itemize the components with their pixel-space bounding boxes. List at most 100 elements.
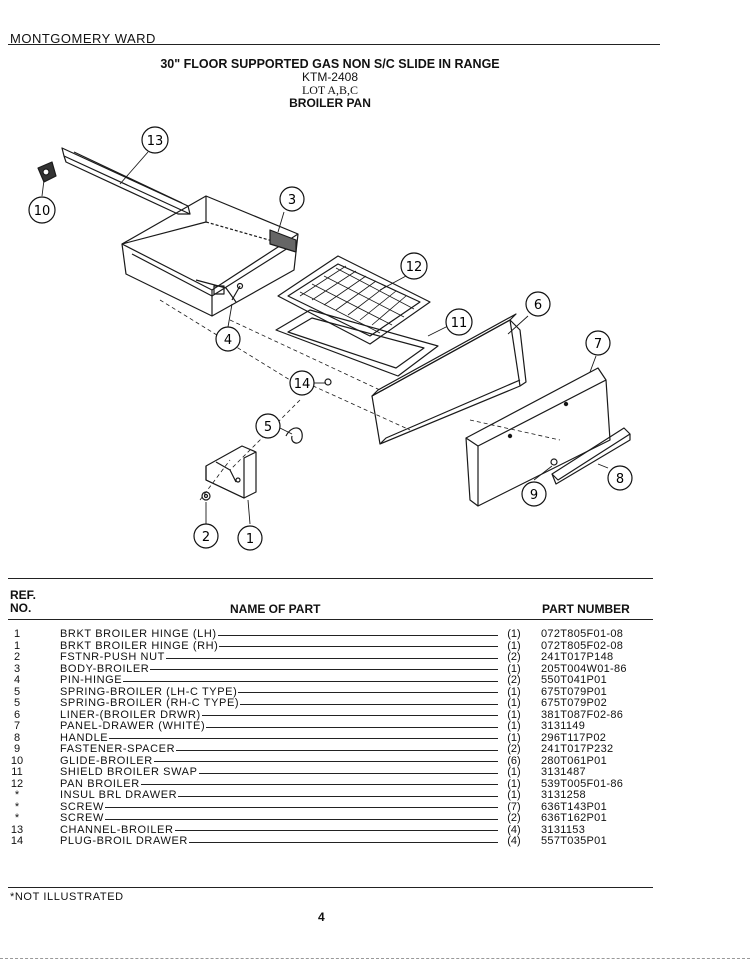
callout-8: 8 bbox=[607, 465, 633, 491]
row-ref: * bbox=[14, 800, 20, 813]
row-ref: 6 bbox=[13, 708, 21, 721]
svg-text:7: 7 bbox=[594, 337, 602, 352]
row-part-number: 381T087F02-86 bbox=[541, 708, 624, 721]
row-part-number: 205T004W01-86 bbox=[541, 662, 627, 675]
leader-line bbox=[240, 703, 498, 705]
row-name: INSUL BRL DRAWER bbox=[60, 789, 500, 802]
row-ref: 10 bbox=[10, 754, 24, 767]
row-name: BRKT BROILER HINGE (RH) bbox=[60, 640, 500, 653]
leader-line bbox=[178, 795, 498, 797]
row-ref: * bbox=[14, 789, 20, 801]
svg-text:13: 13 bbox=[147, 134, 164, 149]
leader-line bbox=[104, 818, 498, 820]
row-part-number: 3131149 bbox=[541, 720, 586, 732]
row-name-text: SCREW bbox=[60, 800, 104, 813]
callout-14: 14 bbox=[289, 370, 315, 396]
row-part-number: 072T805F02-08 bbox=[541, 639, 624, 652]
column-header-part-number: PART NUMBER bbox=[542, 602, 630, 616]
footnote: *NOT ILLUSTRATED bbox=[10, 891, 124, 903]
brand-name: MONTGOMERY WARD bbox=[10, 31, 156, 46]
row-name-text: SCREW bbox=[60, 812, 104, 824]
svg-text:9: 9 bbox=[530, 488, 538, 503]
row-part-number: 3131258 bbox=[541, 789, 586, 801]
leader-line bbox=[123, 680, 498, 682]
row-part-number: 3131487 bbox=[541, 766, 586, 778]
row-ref: 5 bbox=[13, 697, 21, 709]
plug-broil-drawer-part bbox=[324, 378, 332, 386]
section-title: BROILER PAN bbox=[289, 96, 371, 110]
svg-text:11: 11 bbox=[451, 316, 468, 331]
table-top-rule bbox=[8, 578, 653, 579]
row-name-text: SPRING-BROILER (LH-C TYPE) bbox=[60, 685, 238, 698]
table-row: *INSUL BRL DRAWER(1)3131258 bbox=[0, 789, 660, 802]
callout-6: 6 bbox=[525, 291, 551, 317]
row-part-number: 557T035P01 bbox=[541, 835, 607, 847]
row-part-number: 636T143P01 bbox=[541, 800, 607, 813]
hinge-pin-part bbox=[231, 282, 244, 301]
row-name-text: FASTENER-SPACER bbox=[60, 743, 176, 755]
table-header-rule bbox=[8, 619, 653, 620]
brkt-broiler-hinge-part bbox=[205, 445, 257, 499]
row-name-text: INSUL BRL DRAWER bbox=[60, 789, 178, 801]
row-part-number: 550T041P01 bbox=[541, 674, 607, 686]
table-row: 1 BRKT BROILER HINGE (RH) (1) 072T805F02-08 bbox=[0, 639, 660, 653]
row-name-text: LINER-(BROILER DRWR) bbox=[60, 708, 201, 721]
row-qty: (6) bbox=[507, 754, 521, 767]
row-part-number: 675T079P01 bbox=[541, 685, 607, 698]
spring-broiler-part bbox=[285, 427, 303, 444]
svg-text:1: 1 bbox=[246, 532, 254, 547]
leader-line bbox=[206, 726, 498, 728]
leader-line bbox=[109, 738, 498, 740]
row-ref: 2 bbox=[13, 651, 21, 663]
row-part-number: 3131153 bbox=[541, 823, 586, 836]
leader-line bbox=[201, 715, 498, 717]
callout-10: 10 bbox=[28, 196, 56, 224]
ref-header-line1: REF. bbox=[10, 588, 37, 602]
svg-text:12: 12 bbox=[406, 260, 423, 275]
row-name: PLUG-BROIL DRAWER bbox=[60, 835, 500, 848]
svg-text:10: 10 bbox=[34, 204, 51, 219]
row-ref: 9 bbox=[13, 743, 21, 755]
table-row: 6 LINER-(BROILER DRWR) (1) 381T087F02-86 bbox=[0, 708, 660, 722]
row-part-number: 241T017P148 bbox=[541, 651, 614, 663]
leader-line bbox=[150, 669, 498, 671]
title-block: 30" FLOOR SUPPORTED GAS NON S/C SLIDE IN… bbox=[0, 58, 660, 110]
row-qty: (1) bbox=[507, 639, 521, 652]
row-part-number: 539T005F01-86 bbox=[541, 777, 624, 790]
row-ref: 4 bbox=[13, 674, 21, 686]
callout-9: 9 bbox=[521, 481, 547, 507]
callout-5: 5 bbox=[255, 413, 281, 439]
row-name: SPRING-BROILER (RH-C TYPE) bbox=[60, 697, 500, 710]
row-part-number: 636T162P01 bbox=[541, 812, 607, 824]
svg-text:8: 8 bbox=[616, 472, 624, 487]
row-ref: 8 bbox=[13, 731, 21, 744]
svg-text:3: 3 bbox=[288, 193, 296, 208]
push-nut-part bbox=[201, 491, 211, 501]
row-ref: 1 bbox=[13, 628, 21, 640]
svg-text:2: 2 bbox=[202, 530, 210, 545]
leader-line bbox=[198, 772, 498, 774]
row-name: GLIDE-BROILER bbox=[60, 755, 500, 768]
svg-text:4: 4 bbox=[224, 333, 232, 348]
row-name-text: BODY-BROILER bbox=[60, 662, 150, 675]
row-qty: (1) bbox=[507, 697, 521, 709]
callout-7: 7 bbox=[585, 330, 611, 356]
pan-broiler-part bbox=[277, 255, 431, 345]
panel-drawer-part bbox=[465, 367, 611, 507]
row-ref: 1 bbox=[13, 639, 21, 652]
svg-text:6: 6 bbox=[534, 298, 542, 313]
row-name: CHANNEL-BROILER bbox=[60, 824, 500, 837]
leader-line bbox=[176, 749, 498, 751]
row-name-text: PLUG-BROIL DRAWER bbox=[60, 835, 188, 847]
row-qty: (1) bbox=[507, 708, 521, 721]
row-qty: (1) bbox=[507, 777, 521, 790]
row-name: SCREW bbox=[60, 800, 500, 814]
